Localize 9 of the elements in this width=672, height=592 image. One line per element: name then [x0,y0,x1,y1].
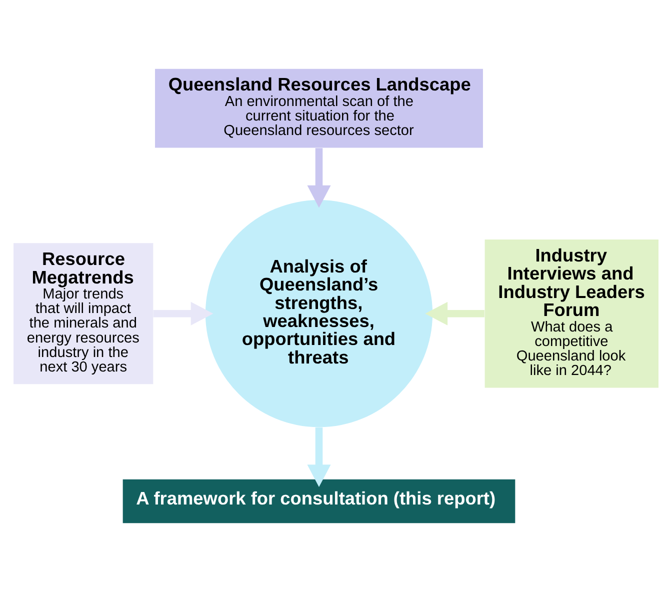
arrow [307,427,331,488]
node-box: A framework for consultation (this report) [122,479,516,524]
node-box: Industry Interviews and Industry Leaders Forum What does a competitive Queensland look like in 2044? [484,240,658,388]
arrow [307,148,331,208]
node-box: Queensland Resources Landscape An environmental scan of the current situation for the Queensland resources sector [155,68,483,148]
node-circle: Analysis of Queensland’s strengths, weaknesses, opportunities and threats [205,200,433,428]
node-box: Resource Megatrends Major trends that will impact the minerals and energy resources industry in the next 30 years [14,243,154,384]
arrow [153,302,214,326]
arrow [425,302,484,326]
